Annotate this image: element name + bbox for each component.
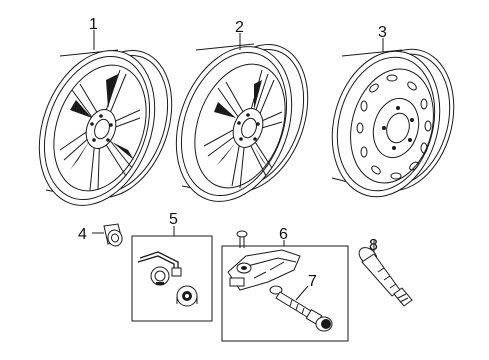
alloy-wheel-1 <box>38 49 173 206</box>
callout-3: 3 <box>378 24 387 41</box>
valve-stem-8 <box>358 247 413 307</box>
callout-7: 7 <box>308 273 317 290</box>
tpms-sensor-6 <box>227 230 301 291</box>
lug-nut-4 <box>103 223 123 247</box>
callout-8: 8 <box>369 237 378 254</box>
callout-6: 6 <box>279 226 288 243</box>
tpms-assembly-box <box>221 245 349 342</box>
callout-4: 4 <box>78 226 87 243</box>
wheel-lock-kit-box <box>131 235 213 322</box>
steel-wheel-3 <box>331 48 455 198</box>
wheel-lock-kit-5 <box>137 251 198 307</box>
callout-2: 2 <box>235 19 244 36</box>
callout-1: 1 <box>89 16 98 33</box>
tpms-valve-stem-7 <box>269 285 333 332</box>
alloy-wheel-2 <box>175 43 309 202</box>
callout-5: 5 <box>169 211 178 228</box>
